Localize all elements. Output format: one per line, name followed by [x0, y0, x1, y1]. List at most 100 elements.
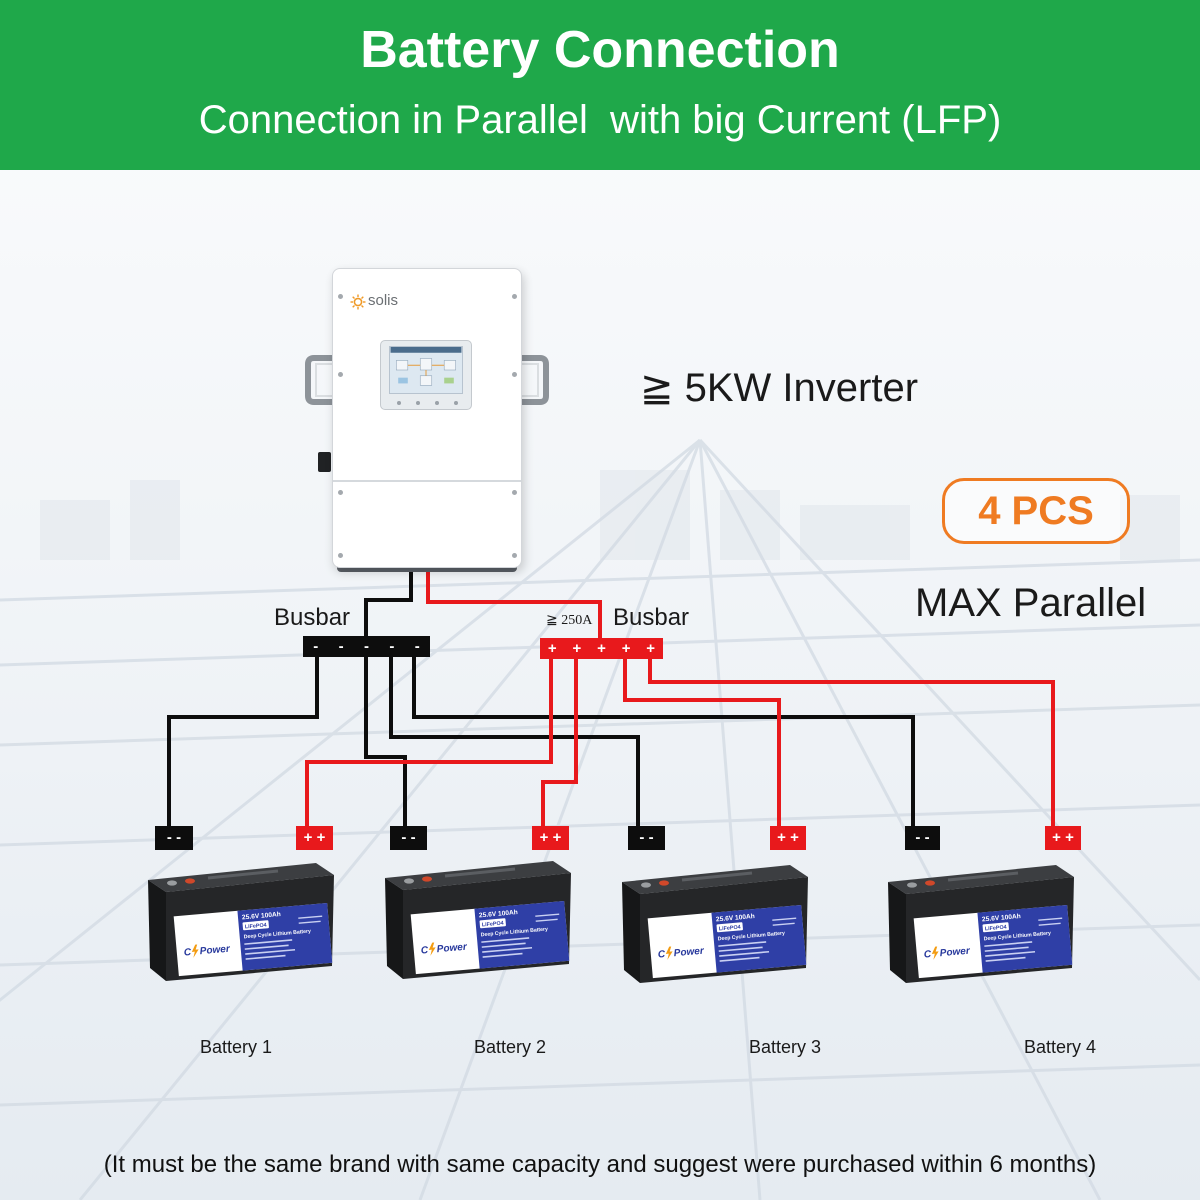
battery-illustration: 25.6V 100Ah LiFePO4 Deep Cycle Lithium B… [385, 861, 571, 979]
svg-text:C: C [657, 949, 666, 961]
battery-end-face [148, 880, 166, 981]
battery-3-name: Battery 3 [748, 1037, 822, 1057]
battery-1-positive-cable [305, 656, 553, 830]
inverter-display [389, 346, 463, 394]
busbar-current-rating: ≧ 250A [546, 613, 593, 628]
inverter-screw [338, 372, 343, 377]
battery-type: Deep Cycle Lithium Battery [717, 930, 785, 942]
busbar-terminal-negative: - [414, 638, 420, 655]
battery-brand-logo: C Power [923, 946, 971, 961]
battery-post [659, 880, 669, 886]
svg-text:Power: Power [939, 946, 971, 960]
battery-type: Deep Cycle Lithium Battery [983, 930, 1051, 942]
battery-chemistry-badge [982, 922, 1009, 933]
header-banner: Battery Connection Connection in Paralle… [0, 0, 1200, 170]
lightning-bolt-icon [931, 946, 939, 960]
battery-2-negative-cable [364, 654, 407, 830]
battery-handle [207, 869, 279, 880]
battery-4-negative-terminal: - - [905, 826, 940, 850]
battery-3-positive-cable [623, 656, 781, 830]
negative-busbar: - - - - - [303, 636, 430, 657]
inverter-screw [512, 553, 517, 558]
battery-brand-logo: C Power [183, 944, 231, 959]
battery-top-face [148, 863, 334, 892]
logo-prefix: C [657, 949, 666, 961]
inverter-screw [338, 553, 343, 558]
logo-suffix: Power [939, 946, 971, 960]
busbar-terminal-positive: + [547, 640, 557, 657]
inverter-negative-cable [364, 560, 413, 640]
inverter-screw [338, 294, 343, 299]
battery-3-positive-terminal: + + [770, 826, 806, 850]
battery-1-negative-cable [167, 654, 319, 830]
battery-chemistry: LiFePO4 [719, 925, 741, 933]
battery-4-negative-cable [412, 654, 915, 830]
inverter-positive-cable [426, 560, 602, 642]
battery-1-positive-terminal: + + [296, 826, 333, 850]
battery-3: 25.6V 100Ah LiFePO4 Deep Cycle Lithium B… [622, 862, 808, 984]
battery-post [907, 882, 917, 888]
busbar-terminal-negative: - [389, 638, 395, 655]
battery-end-face [385, 878, 403, 979]
inverter-panel-divider [333, 480, 521, 482]
battery-spec-label [977, 904, 1073, 973]
inverter-requirement-label: ≧ 5KW Inverter [640, 366, 919, 410]
battery-3-negative-terminal: - - [628, 826, 665, 850]
inverter-screen-button [416, 401, 420, 405]
battery-4: 25.6V 100Ah LiFePO4 Deep Cycle Lithium B… [888, 862, 1074, 984]
inverter-dc-switch [318, 452, 331, 472]
inverter-base [337, 564, 517, 572]
battery-1: 25.6V 100Ah LiFePO4 Deep Cycle Lithium B… [148, 860, 334, 982]
battery-spec-label [474, 900, 570, 969]
battery-handle [681, 871, 753, 882]
battery-end-face [622, 882, 640, 983]
battery-2-positive-cable [541, 656, 578, 830]
svg-text:Power: Power [436, 942, 468, 956]
busbar-terminal-positive: + [621, 640, 631, 657]
inverter-screw [512, 294, 517, 299]
svg-text:C: C [420, 945, 429, 957]
logo-suffix: Power [436, 942, 468, 956]
battery-post [925, 880, 935, 886]
inverter-screen-button [454, 401, 458, 405]
inverter-screw [512, 490, 517, 495]
logo-prefix: C [923, 949, 932, 961]
positive-busbar: + + + + + [540, 638, 663, 659]
battery-2: 25.6V 100Ah LiFePO4 Deep Cycle Lithium B… [385, 858, 571, 980]
lightning-bolt-icon [428, 942, 436, 956]
inverter-screw [338, 490, 343, 495]
battery-spec-label [237, 902, 333, 971]
battery-type: Deep Cycle Lithium Battery [243, 928, 311, 940]
logo-suffix: Power [199, 944, 231, 958]
battery-rating: 25.6V 100Ah [982, 913, 1021, 923]
battery-illustration: 25.6V 100Ah LiFePO4 Deep Cycle Lithium B… [622, 865, 808, 983]
lightning-bolt-icon [665, 946, 673, 960]
battery-2-positive-terminal: + + [532, 826, 569, 850]
battery-2-negative-terminal: - - [390, 826, 427, 850]
battery-type: Deep Cycle Lithium Battery [480, 926, 548, 938]
battery-brand-logo: C Power [420, 942, 468, 957]
battery-chemistry-badge [479, 918, 506, 929]
inverter-left-handle [305, 355, 336, 405]
logo-prefix: C [183, 947, 192, 959]
battery-chemistry-badge [242, 920, 269, 931]
battery-post [167, 880, 177, 886]
inverter-screw [512, 372, 517, 377]
battery-chemistry-badge [716, 922, 743, 933]
battery-spec-label [711, 904, 807, 973]
busbar-terminal-negative: - [313, 638, 319, 655]
battery-2-name: Battery 2 [473, 1037, 547, 1057]
positive-busbar-label: Busbar [613, 604, 690, 631]
inverter [332, 268, 522, 568]
battery-post [185, 878, 195, 884]
logo-prefix: C [420, 945, 429, 957]
sun-logo-icon [350, 294, 366, 310]
battery-1-negative-terminal: - - [155, 826, 193, 850]
busbar-terminal-positive: + [597, 640, 606, 657]
battery-rating: 25.6V 100Ah [479, 909, 518, 919]
max-parallel-label: MAX Parallel [915, 581, 1147, 625]
battery-chemistry: LiFePO4 [245, 923, 267, 931]
inverter-brand: solis [368, 292, 399, 309]
